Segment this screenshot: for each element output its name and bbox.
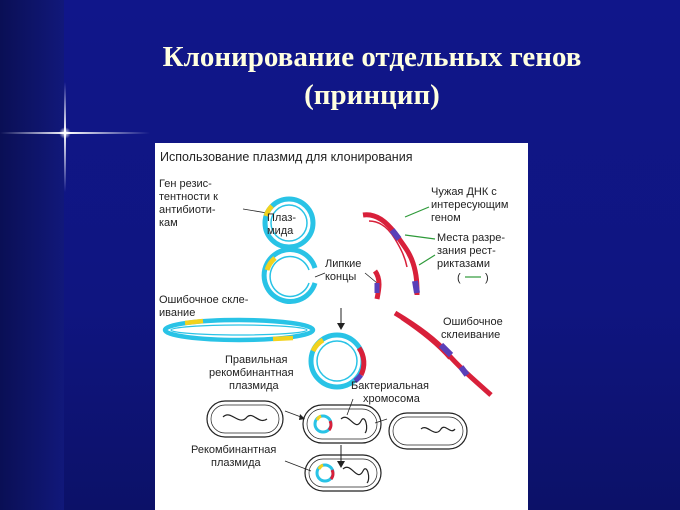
svg-text:кам: кам (159, 217, 178, 229)
svg-text:Ошибочное скле-: Ошибочное скле- (159, 294, 249, 306)
svg-text:(: ( (457, 272, 461, 284)
plasmid-recombinant (308, 332, 367, 390)
site-legend: ( ) (457, 272, 489, 284)
label-bacterial-chromosome: Бактериальная хромосома (351, 380, 429, 405)
svg-text:концы: концы (325, 271, 356, 283)
slide-title-line2: (принцип) (304, 79, 440, 111)
svg-text:плазмида: плазмида (229, 380, 280, 392)
svg-text:антибиоти-: антибиоти- (159, 204, 216, 216)
arrow-to-cell (284, 410, 302, 418)
bacterium-center (302, 404, 382, 444)
restriction-site (412, 280, 420, 294)
arrow-site (418, 254, 436, 266)
svg-text:геном: геном (431, 212, 461, 224)
svg-text:мида: мида (267, 225, 294, 237)
label-wrong-join-left: Ошибочное скле- ивание (159, 294, 249, 319)
bacterium-left (206, 400, 284, 438)
slide-title: Клонирование отдельных генов (принцип) (64, 38, 680, 114)
label-wrong-join-right: Ошибочное склеивание (441, 316, 503, 341)
svg-text:Чужая ДНК с: Чужая ДНК с (431, 186, 497, 198)
svg-text:Правильная: Правильная (225, 354, 287, 366)
label-plasmid: Плаз- мида (267, 212, 296, 237)
svg-text:тентности к: тентности к (159, 191, 218, 203)
arrow-site (404, 234, 436, 240)
svg-text:зания рест-: зания рест- (437, 245, 496, 257)
cloning-diagram: Использование плазмид для клонирования Г… (159, 150, 509, 492)
svg-text:плазмида: плазмида (211, 457, 262, 469)
svg-text:): ) (485, 272, 489, 284)
pointer-line (242, 208, 268, 214)
diagram-header: Использование плазмид для клонирования (160, 150, 412, 164)
svg-text:рекомбинантная: рекомбинантная (209, 367, 294, 379)
label-recombinant-plasmid: Рекомбинантная плазмида (191, 444, 276, 469)
foreign-wrong-join (393, 310, 493, 397)
svg-text:интересующим: интересующим (431, 199, 509, 211)
foreign-dna-strand (362, 212, 420, 296)
svg-text:Липкие: Липкие (325, 258, 361, 270)
svg-text:риктазами: риктазами (437, 258, 490, 270)
label-sticky-ends: Липкие концы (325, 258, 361, 283)
svg-text:Рекомбинантная: Рекомбинантная (191, 444, 276, 456)
left-band (0, 0, 64, 510)
svg-text:хромосома: хромосома (363, 393, 421, 405)
svg-text:Плаз-: Плаз- (267, 212, 296, 224)
svg-text:Ген резис-: Ген резис- (159, 178, 212, 190)
bacterium-final (304, 454, 382, 492)
star-flare-center (59, 127, 71, 139)
svg-text:Ошибочное: Ошибочное (443, 316, 503, 328)
label-foreign-dna: Чужая ДНК с интересующим геном (431, 186, 509, 224)
label-restriction-sites: Места разре- зания рест- риктазами (437, 232, 505, 270)
svg-text:ивание: ивание (159, 307, 195, 319)
svg-text:склеивание: склеивание (441, 329, 500, 341)
svg-text:Бактериальная: Бактериальная (351, 380, 429, 392)
arrow-to-cell (374, 418, 388, 424)
plasmid-cut (261, 247, 318, 304)
diagram-panel: Использование плазмид для клонирования Г… (155, 143, 528, 510)
arrow-foreign (404, 206, 430, 218)
label-correct-recombinant: Правильная рекомбинантная плазмида (209, 354, 294, 392)
svg-text:Места разре-: Места разре- (437, 232, 505, 244)
label-gene-resistance: Ген резис- тентности к антибиоти- кам (159, 178, 218, 229)
plasmid-wrong-join (162, 317, 316, 343)
slide-title-line1: Клонирование отдельных генов (162, 41, 582, 73)
bacterium-right (388, 412, 468, 450)
gene-segment (263, 204, 274, 217)
foreign-fragment (372, 269, 382, 300)
star-flare-horizontal (0, 132, 150, 134)
restriction-site (389, 228, 402, 241)
